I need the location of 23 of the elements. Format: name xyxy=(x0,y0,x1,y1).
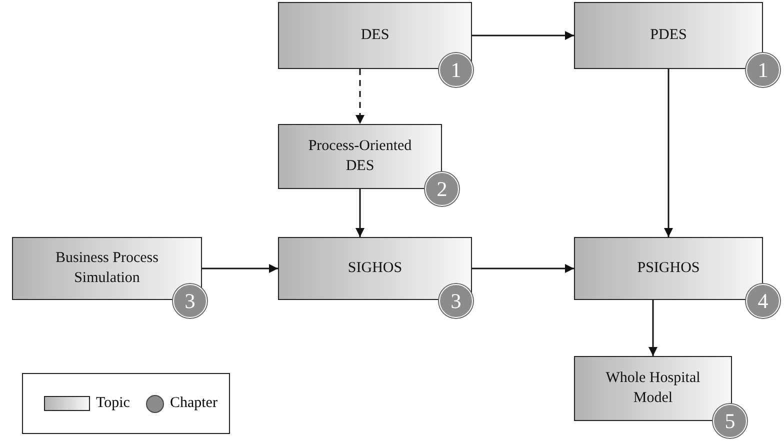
arrow xyxy=(356,69,364,124)
arrow xyxy=(472,31,574,40)
arrow xyxy=(202,264,278,273)
arrow xyxy=(472,264,574,273)
arrow xyxy=(356,189,364,237)
topic-label: PSIGHOS xyxy=(637,258,700,278)
topic-label: DES xyxy=(360,26,390,45)
topic-label: PDES xyxy=(650,26,687,45)
arrow xyxy=(648,300,658,356)
chapter-badge: 2 xyxy=(425,172,459,206)
legend-label: Topic xyxy=(96,395,130,412)
topic-label: Whole Hospital Model xyxy=(604,369,702,408)
chapter-badge: 5 xyxy=(713,404,747,438)
chapter-badge: 4 xyxy=(746,284,780,318)
chapter-badge: 3 xyxy=(439,284,473,318)
chapter-badge: 3 xyxy=(173,284,207,318)
topic-label: Business Process Simulation xyxy=(54,249,160,288)
arrow xyxy=(664,69,673,237)
chapter-badge: 1 xyxy=(439,53,473,87)
chapter-badge: 1 xyxy=(746,53,780,87)
legend-label: Chapter xyxy=(170,395,218,412)
topic-label: SIGHOS xyxy=(348,258,402,278)
topic-label: Process-Oriented DES xyxy=(307,137,413,176)
